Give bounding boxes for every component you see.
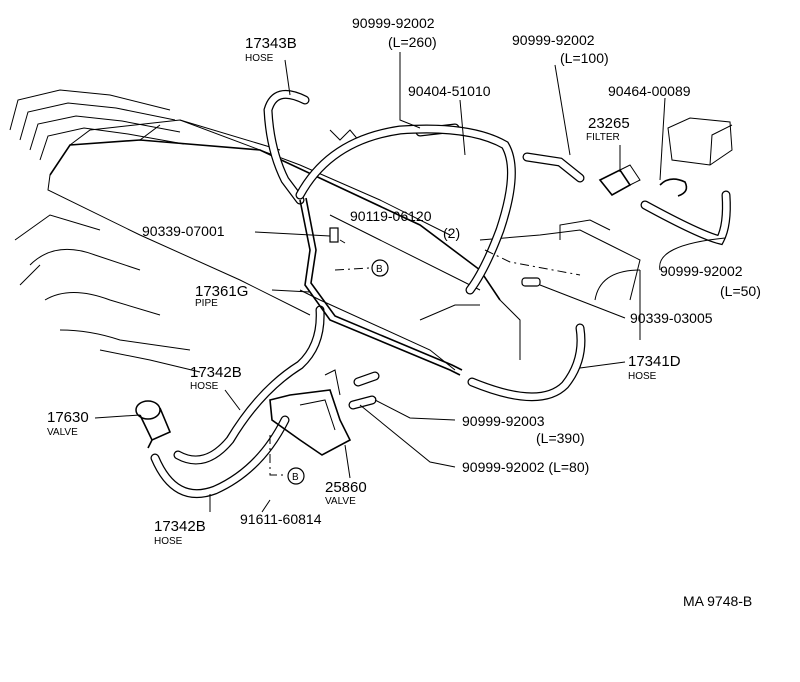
label-17342b-lower-name: HOSE: [154, 536, 183, 547]
hose-90999-92003-l390: [353, 371, 380, 387]
hose-17342b-upper: [173, 305, 325, 465]
label-23265-number: 23265: [588, 115, 630, 132]
label-17343b-name: HOSE: [245, 53, 274, 64]
label-90999-92003-length: (L=390): [536, 430, 585, 446]
svg-text:B: B: [376, 264, 383, 275]
label-90999-92002-l100-length: (L=100): [560, 50, 609, 66]
label-90339-07001: 90339-07001: [142, 223, 225, 239]
label-91611-60814: 91611-60814: [240, 511, 322, 527]
hose-17343b: [263, 89, 310, 205]
hose-17342b-lower: [150, 415, 290, 499]
fitting-90339-07001: [329, 227, 339, 243]
filter-23265: [598, 164, 641, 197]
hose-17341d: [467, 323, 586, 402]
label-90339-03005: 90339-03005: [630, 310, 713, 326]
diagram-code: MA 9748-B: [683, 593, 752, 609]
label-90999-92002-l100-number: 90999-92002: [512, 32, 595, 48]
pipe-17361g: [299, 197, 463, 376]
label-17341d-number: 17341D: [628, 353, 681, 370]
marker-b-upper: B: [371, 259, 389, 277]
label-23265-name: FILTER: [586, 132, 620, 143]
label-90999-92002-l50-number: 90999-92002: [660, 263, 743, 279]
label-17342b-lower-number: 17342B: [154, 518, 206, 535]
leader-lines: [94, 52, 726, 513]
clamp-90464-00089: [659, 178, 688, 197]
label-90404-51010: 90404-51010: [408, 83, 491, 99]
label-25860-name: VALVE: [325, 496, 356, 507]
label-90119-06120-qty: (2): [443, 225, 460, 241]
fitting-90339-03005: [521, 277, 541, 287]
label-17342b-upper-name: HOSE: [190, 381, 219, 392]
hose-main-loop: [295, 124, 516, 295]
label-17361g-name: PIPE: [195, 298, 218, 309]
label-17630-number: 17630: [47, 409, 89, 426]
hose-90999-92002-l100: [522, 152, 585, 183]
hose-90999-92002-l50: [640, 190, 731, 246]
label-17361g-number: 17361G: [195, 283, 248, 300]
marker-b-lower: B: [287, 467, 305, 485]
label-25860-number: 25860: [325, 479, 367, 496]
dashed-connectors: [269, 249, 581, 476]
engine-outline: [9, 89, 733, 373]
label-90999-92002-l260-length: (L=260): [388, 34, 437, 50]
hose-90999-92002-l80: [348, 395, 377, 410]
label-90999-92002-l260-number: 90999-92002: [352, 15, 435, 31]
label-90464-00089: 90464-00089: [608, 83, 691, 99]
label-17343b-number: 17343B: [245, 35, 297, 52]
svg-text:B: B: [292, 472, 299, 483]
label-17341d-name: HOSE: [628, 371, 657, 382]
label-90999-92002-l80: 90999-92002 (L=80): [462, 459, 589, 475]
label-17342b-upper-number: 17342B: [190, 364, 242, 381]
label-90999-92002-l50-length: (L=50): [720, 283, 761, 299]
valve-17630: [135, 400, 172, 449]
valve-25860: [269, 369, 352, 456]
label-90119-06120-number: 90119-06120: [350, 208, 432, 224]
part-labels: 17343B HOSE 90999-92002 (L=260) 90999-92…: [47, 15, 761, 609]
label-90999-92003-number: 90999-92003: [462, 413, 545, 429]
label-17630-name: VALVE: [47, 427, 78, 438]
